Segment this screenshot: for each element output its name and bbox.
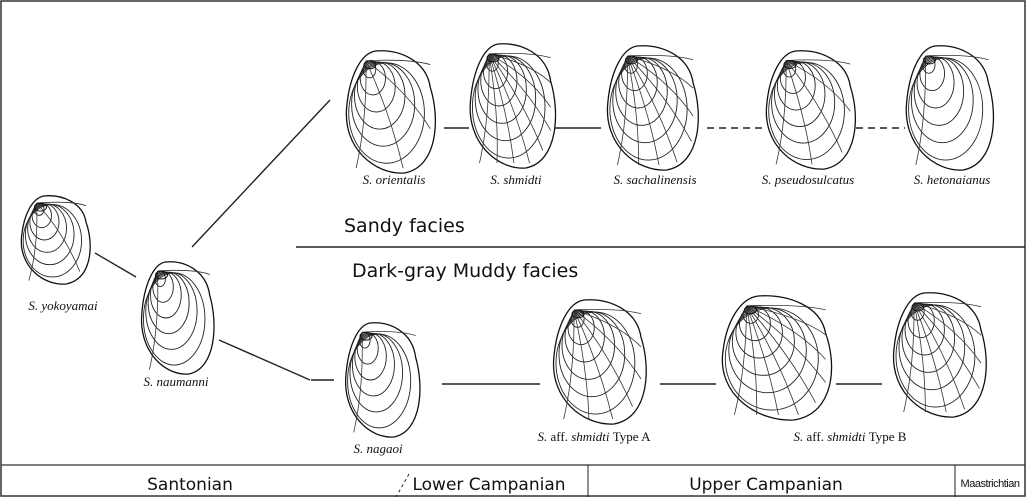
species-label-aff-type-a: S. aff. shmidti Type A <box>538 429 651 445</box>
shell-sachalinensis <box>607 46 698 170</box>
aff-marker: aff. <box>551 429 568 444</box>
genus-abbrev: S. <box>538 429 548 444</box>
species-label-sachalinensis: S. sachalinensis <box>613 172 696 188</box>
species-label-hetonaianus: S. hetonaianus <box>914 172 991 188</box>
species-label-naumanni: S. naumanni <box>144 374 209 390</box>
shell-nagaoi <box>346 323 420 437</box>
shell-naumanni <box>142 262 215 374</box>
shell-pseudosulcatus <box>766 51 855 169</box>
shell-aff-type-b2 <box>894 293 987 417</box>
genus-abbrev: S. <box>794 429 804 444</box>
type-designation: Type A <box>613 429 651 444</box>
stage-boundary-dashed <box>396 474 409 497</box>
species-label-pseudosulcatus: S. pseudosulcatus <box>762 172 854 188</box>
species-label-yokoyamai: S. yokoyamai <box>28 298 97 314</box>
shell-shmidti <box>470 44 555 168</box>
species-name: shmidti <box>827 429 865 444</box>
sandy-facies-label: Sandy facies <box>344 215 465 237</box>
muddy-facies-label: Dark-gray Muddy facies <box>352 260 578 282</box>
stage-maastrichtian: Maastrichtian <box>961 478 1020 490</box>
species-label-shmidti: S. shmidti <box>490 172 541 188</box>
type-designation: Type B <box>869 429 907 444</box>
aff-marker: aff. <box>807 429 824 444</box>
species-name: shmidti <box>571 429 609 444</box>
shell-aff-type-a <box>554 300 647 424</box>
stage-upper-campanian: Upper Campanian <box>689 475 843 495</box>
stage-santonian: Santonian <box>147 475 233 495</box>
shell-hetonaianus <box>906 46 993 170</box>
species-label-aff-type-b: S. aff. shmidti Type B <box>794 429 907 445</box>
shell-yokoyamai <box>21 196 90 284</box>
stage-lower-campanian: Lower Campanian <box>412 475 565 495</box>
shell-orientalis <box>346 51 435 173</box>
shell-aff-type-b <box>722 296 831 420</box>
species-label-nagaoi: S. nagaoi <box>353 441 402 457</box>
species-label-orientalis: S. orientalis <box>363 172 426 188</box>
